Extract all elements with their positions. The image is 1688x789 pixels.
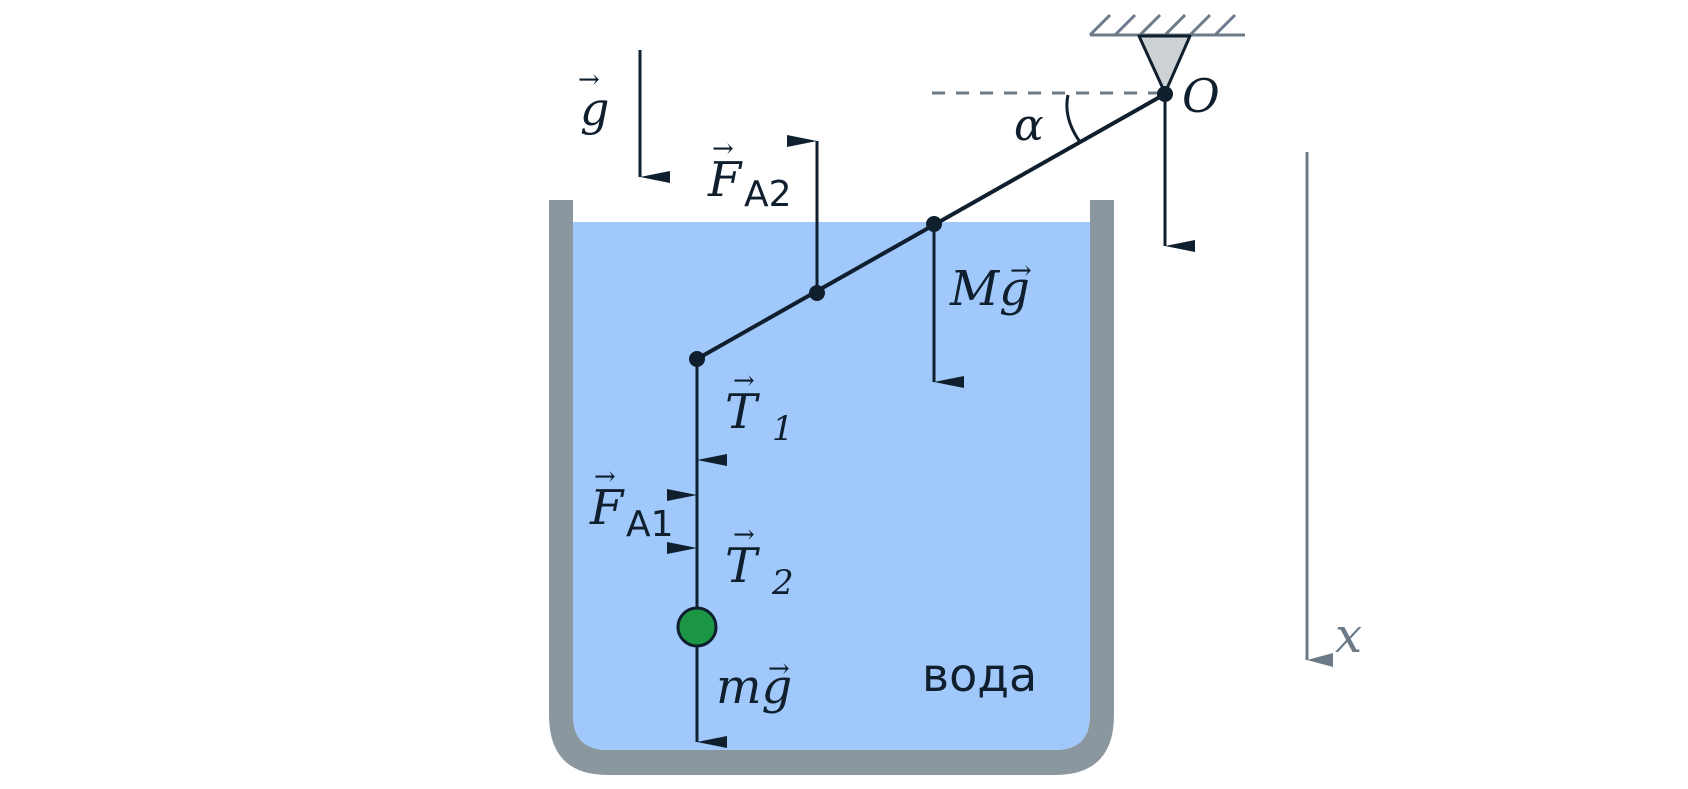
- rod-weight-label: Mg →: [949, 256, 1032, 317]
- pivot-dot: [1157, 86, 1173, 102]
- svg-text:A1: A1: [626, 504, 674, 545]
- svg-text:Mg: Mg: [949, 261, 1030, 317]
- buoyancy-ball-label: F → A1: [589, 462, 674, 545]
- ceiling-support: [1088, 13, 1245, 37]
- water-label: вода: [922, 648, 1037, 702]
- svg-text:2: 2: [771, 563, 794, 603]
- ball-weight-label: mg →: [716, 654, 792, 715]
- svg-text:→: →: [733, 366, 755, 396]
- rod-buoyancy-point-dot: [809, 285, 825, 301]
- svg-text:F: F: [589, 480, 625, 536]
- svg-text:→: →: [578, 65, 600, 95]
- tension1-label: T → 1: [725, 366, 794, 449]
- svg-text:→: →: [594, 462, 616, 492]
- pivot-bracket: [1137, 34, 1192, 95]
- ball: [676, 606, 718, 648]
- buoyancy-rod-label: F → A2: [707, 134, 792, 215]
- svg-text:g: g: [580, 82, 609, 136]
- svg-text:F: F: [707, 152, 743, 208]
- tension2-label: T → 2: [725, 520, 794, 603]
- svg-text:→: →: [1010, 256, 1032, 286]
- rod-center-dot: [926, 216, 942, 232]
- svg-text:→: →: [768, 654, 790, 684]
- svg-text:1: 1: [772, 409, 794, 449]
- svg-text:→: →: [712, 134, 734, 164]
- svg-text:T: T: [725, 538, 760, 594]
- pivot-O-label: O: [1182, 69, 1220, 123]
- angle-alpha-label: α: [1014, 100, 1044, 151]
- svg-text:→: →: [733, 520, 755, 550]
- svg-text:T: T: [725, 384, 760, 440]
- rod-end-dot: [689, 351, 705, 367]
- svg-text:mg: mg: [716, 659, 792, 715]
- angle-arc: [1065, 94, 1082, 143]
- svg-text:A2: A2: [744, 174, 792, 215]
- gravity-label: g →: [578, 65, 609, 136]
- x-axis-label: x: [1335, 608, 1362, 664]
